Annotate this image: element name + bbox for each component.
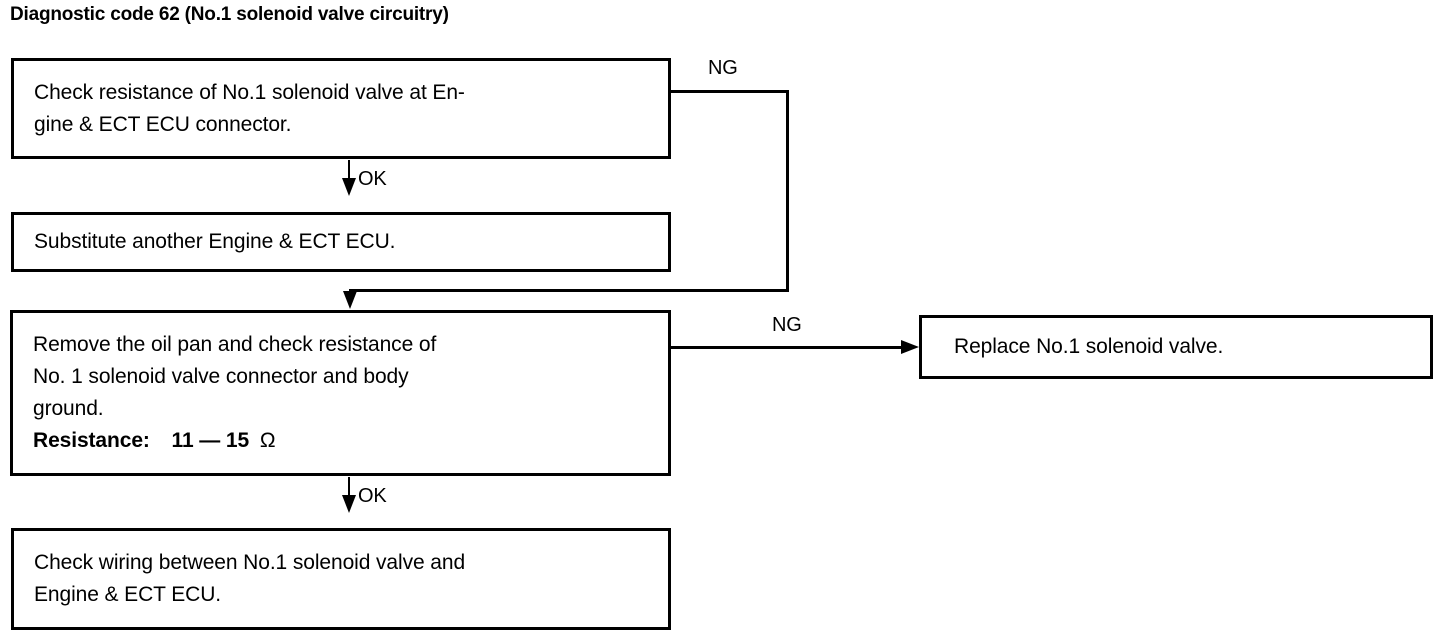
edge-ng-remove-oil-pan-arrowhead bbox=[901, 340, 919, 354]
edge-ok-substitute-arrowhead bbox=[342, 178, 356, 196]
edge-ok-check-wiring-stem bbox=[348, 477, 350, 499]
page-title: Diagnostic code 62 (No.1 solenoid valve … bbox=[10, 4, 449, 25]
box-check-wiring-line2: Engine & ECT ECU. bbox=[34, 583, 221, 606]
box-remove-oil-pan-line2: No. 1 solenoid valve connector and body bbox=[33, 365, 409, 388]
box-substitute-ecu[interactable]: Substitute another Engine & ECT ECU. bbox=[11, 212, 671, 272]
box-substitute-ecu-text: Substitute another Engine & ECT ECU. bbox=[34, 226, 660, 258]
edge-ng-check-resistance-segment-right bbox=[668, 90, 789, 93]
edge-ok-check-wiring-arrowhead bbox=[342, 495, 356, 513]
box-replace-valve[interactable]: Replace No.1 solenoid valve. bbox=[919, 315, 1433, 379]
edge-ng-check-resistance-arrowhead bbox=[343, 291, 357, 309]
box-remove-oil-pan-line1: Remove the oil pan and check resistance … bbox=[33, 333, 437, 356]
box-replace-valve-text: Replace No.1 solenoid valve. bbox=[954, 331, 1422, 363]
box-check-resistance-ecu-line2: gine & ECT ECU connector. bbox=[34, 112, 292, 136]
box-check-resistance-ecu-text: Check resistance of No.1 solenoid valve … bbox=[34, 77, 660, 141]
edge-ng-check-resistance-segment-down bbox=[786, 90, 789, 292]
box-remove-oil-pan-line3: ground. bbox=[33, 397, 104, 420]
resistance-spec-unit: Ω bbox=[259, 429, 276, 452]
edge-ok-substitute-stem bbox=[348, 160, 350, 182]
box-remove-oil-pan[interactable]: Remove the oil pan and check resistance … bbox=[10, 310, 671, 476]
edge-label-ok-check-wiring: OK bbox=[358, 485, 387, 507]
edge-ng-check-resistance-segment-left bbox=[349, 289, 789, 292]
box-replace-valve-line1: Replace No.1 solenoid valve. bbox=[954, 335, 1224, 358]
resistance-spec-label: Resistance: bbox=[33, 429, 150, 452]
box-remove-oil-pan-resistance-spec: Resistance: 11 — 15 Ω bbox=[33, 425, 660, 457]
edge-label-ng-remove-oil-pan: NG bbox=[772, 314, 802, 336]
resistance-spec-value: 11 — 15 bbox=[171, 429, 250, 452]
edge-ng-remove-oil-pan-line bbox=[668, 346, 904, 349]
box-check-wiring-line1: Check wiring between No.1 solenoid valve… bbox=[34, 551, 466, 574]
edge-label-ng-check-resistance: NG bbox=[708, 57, 738, 79]
box-check-wiring-text: Check wiring between No.1 solenoid valve… bbox=[34, 547, 660, 611]
box-check-wiring[interactable]: Check wiring between No.1 solenoid valve… bbox=[11, 528, 671, 630]
box-check-resistance-ecu-line1: Check resistance of No.1 solenoid valve … bbox=[34, 80, 465, 104]
box-substitute-ecu-line1: Substitute another Engine & ECT ECU. bbox=[34, 230, 396, 253]
edge-label-ok-substitute: OK bbox=[358, 168, 387, 190]
box-check-resistance-ecu[interactable]: Check resistance of No.1 solenoid valve … bbox=[11, 58, 671, 159]
box-remove-oil-pan-text: Remove the oil pan and check resistance … bbox=[33, 329, 660, 457]
